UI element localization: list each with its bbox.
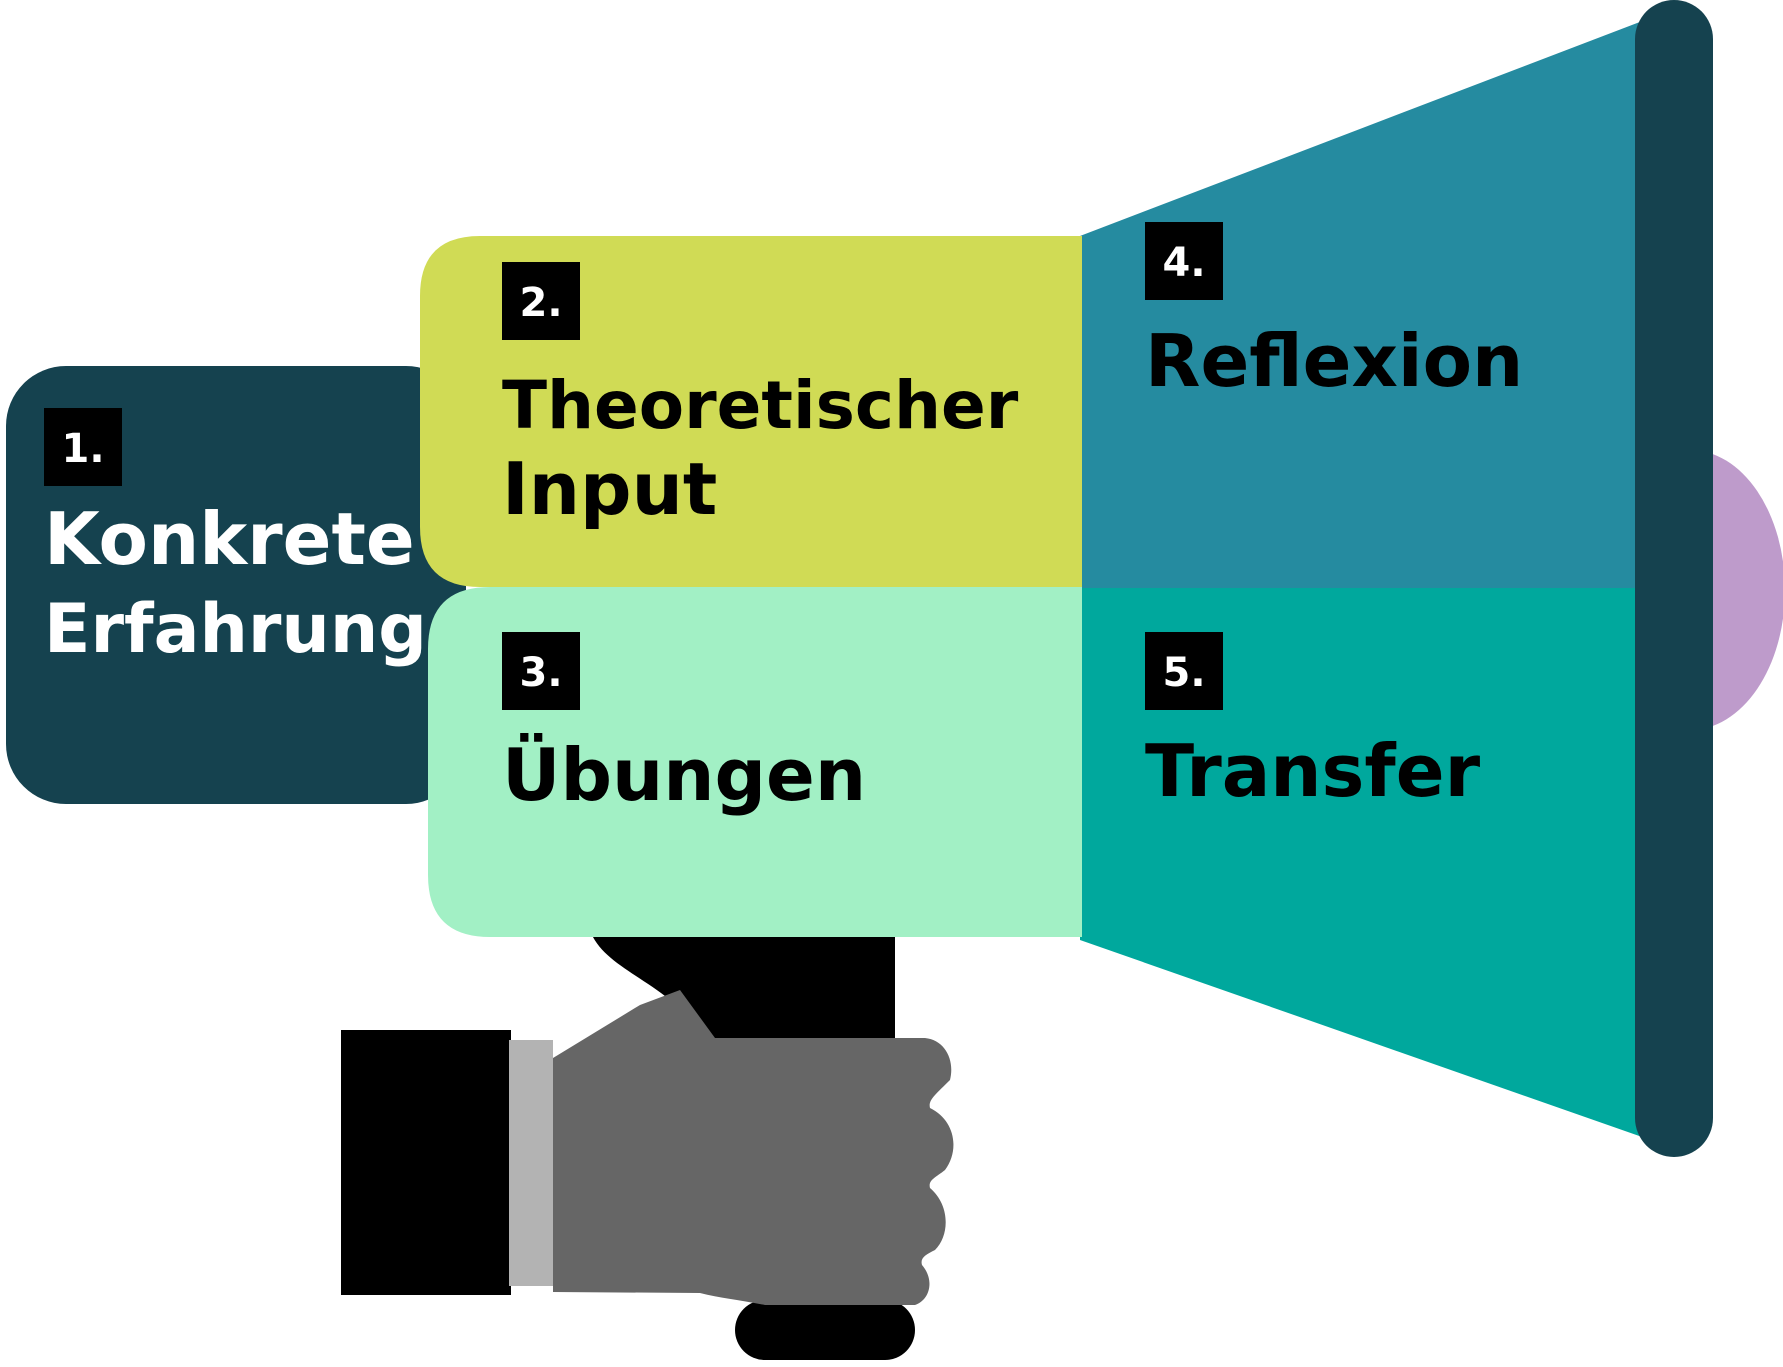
sleeve: [341, 1030, 511, 1295]
step-5-number: 5.: [1162, 650, 1205, 696]
step-4-panel: [1080, 20, 1645, 590]
step-3-number: 3.: [519, 650, 562, 696]
step-4-number: 4.: [1162, 240, 1205, 286]
step-2-label-line1: Theoretischer: [502, 367, 1019, 444]
step-3-label: Übungen: [502, 733, 866, 817]
step-4-label: Reflexion: [1145, 319, 1523, 403]
step-2-label-line2: Input: [502, 447, 717, 531]
step-1-label-line1: Konkrete: [44, 497, 415, 581]
step-1-number: 1.: [61, 426, 104, 472]
megaphone-handle-bottom: [735, 1300, 915, 1360]
step-5-label: Transfer: [1145, 729, 1481, 813]
step-2-number: 2.: [519, 280, 562, 326]
cuff: [509, 1040, 553, 1286]
step-1-label-line2: Erfahrung: [44, 590, 427, 669]
megaphone-rim: [1635, 0, 1713, 1157]
